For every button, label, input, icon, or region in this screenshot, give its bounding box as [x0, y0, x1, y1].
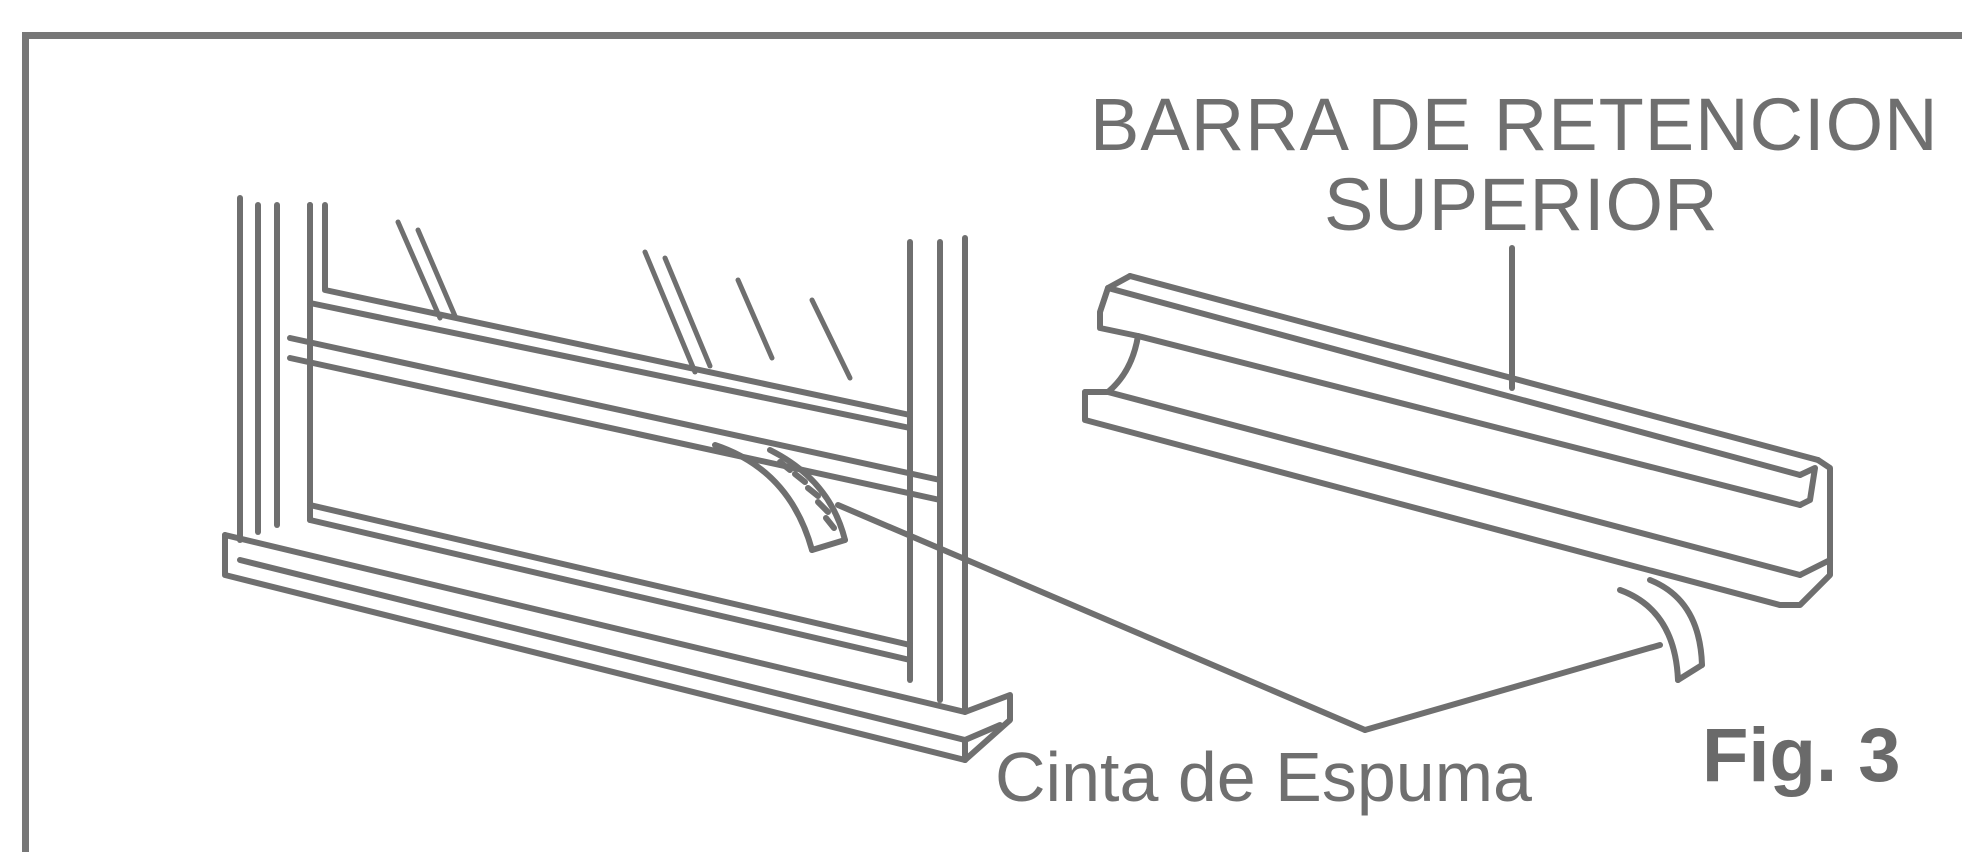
upper-retention-bar — [1082, 273, 1833, 608]
upper-sash — [307, 202, 913, 431]
top-retention-bar-label-line1: BARRA DE RETENCION — [1090, 83, 1939, 166]
foam-tape-label: Cinta de Espuma — [995, 738, 1532, 816]
foam-tape-window — [712, 442, 848, 553]
meeting-rail — [287, 335, 943, 503]
top-retention-bar-label-line2: SUPERIOR — [1324, 163, 1719, 246]
window-left-jamb — [237, 195, 313, 543]
window-right-jamb — [907, 235, 968, 713]
leader-foam-tape — [835, 502, 1663, 733]
window-and-bar-illustration — [222, 195, 1833, 763]
window-sill — [222, 532, 1013, 763]
foam-tape-bar — [1617, 577, 1705, 683]
lower-sash — [307, 502, 913, 663]
figure-number: Fig. 3 — [1702, 713, 1901, 798]
glass-reflections — [395, 219, 853, 381]
figure-frame — [22, 32, 1962, 852]
